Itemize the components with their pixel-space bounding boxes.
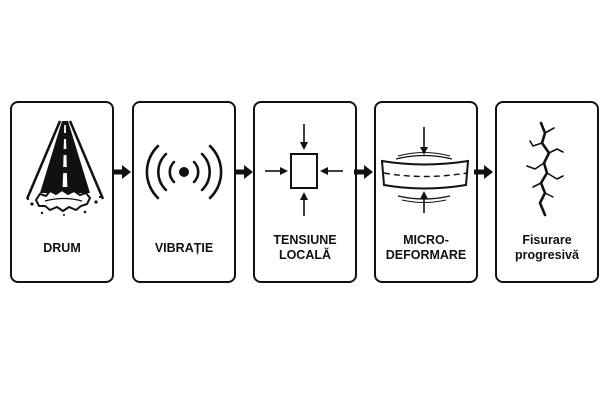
step-label: Fisurare progresivă: [515, 233, 579, 262]
road-pothole-icon: [25, 120, 105, 216]
progressive-crack-icon: [526, 121, 564, 217]
flow-arrow-icon: [112, 165, 131, 179]
step-label: TENSIUNE LOCALĂ: [273, 233, 337, 262]
step-label: MICRO- DEFORMARE: [385, 233, 467, 262]
flow-arrow-icon: [354, 165, 373, 179]
step-card-drum: DRUM: [10, 101, 114, 283]
step-label: VIBRAȚIE: [154, 241, 214, 255]
step-card-fisurare-progresiva: Fisurare progresivă: [495, 101, 599, 283]
flow-arrow-icon: [234, 165, 253, 179]
local-stress-icon: [265, 124, 343, 216]
step-card-tensiune-locala: TENSIUNE LOCALĂ: [253, 101, 357, 283]
vibration-waves-icon: [145, 144, 223, 200]
step-card-micro-deformare: MICRO- DEFORMARE: [374, 101, 478, 283]
step-card-vibratie: VIBRAȚIE: [132, 101, 236, 283]
step-label: DRUM: [43, 241, 81, 255]
micro-deformation-icon: [380, 127, 470, 213]
flow-arrow-icon: [474, 165, 493, 179]
